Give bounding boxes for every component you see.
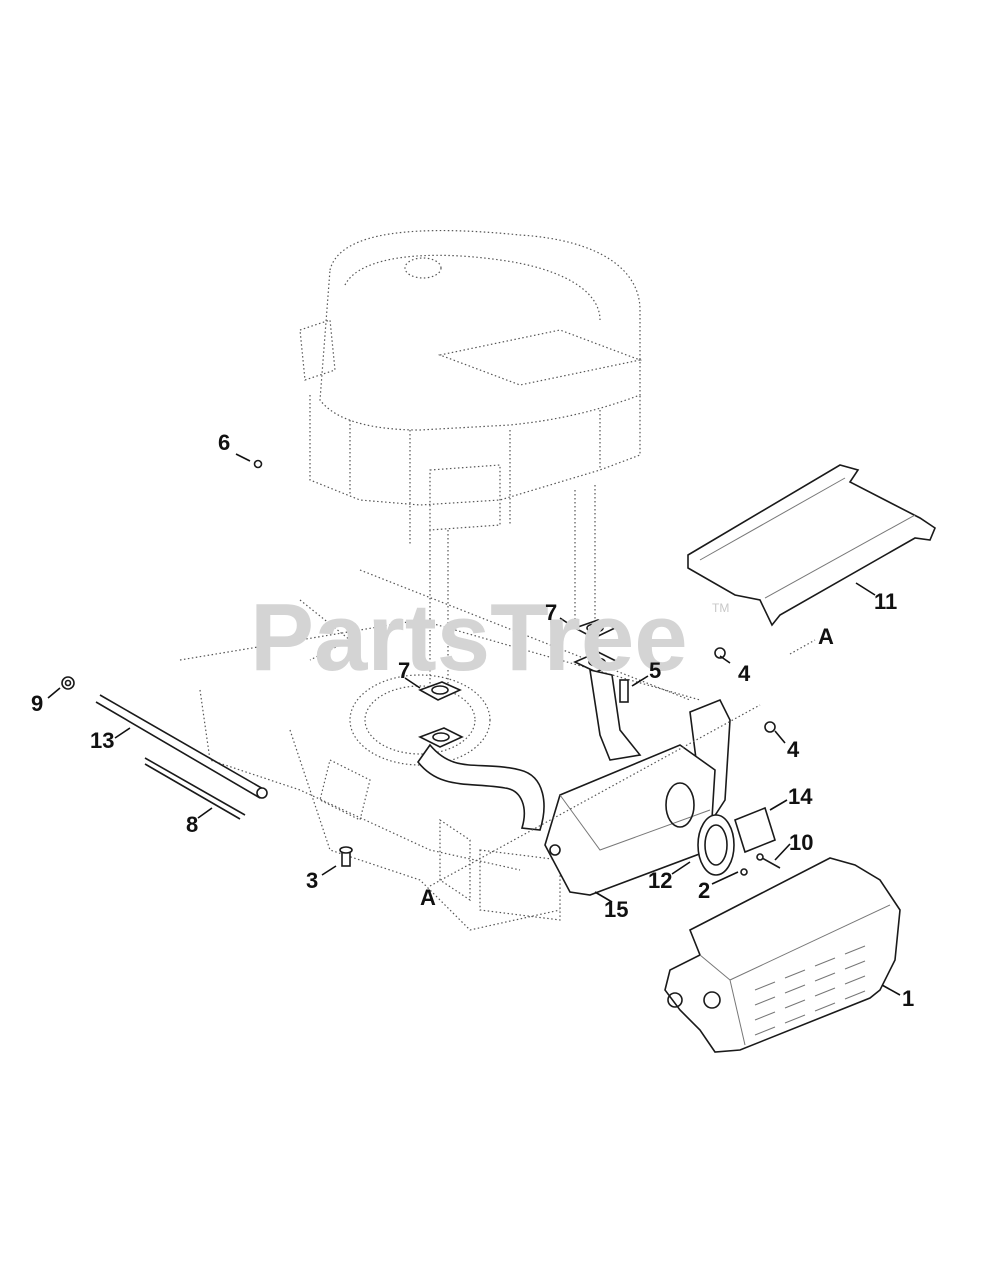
- heat-shield-plate: [687, 464, 936, 627]
- callout-9: 9: [31, 691, 43, 716]
- bolt-right: [764, 721, 776, 733]
- bolt-upper: [714, 647, 726, 659]
- callout-8: 8: [186, 812, 198, 837]
- exhaust-pipe-left: [417, 727, 545, 831]
- callout-3: 3: [306, 868, 318, 893]
- leader-lines: [47, 453, 901, 996]
- engine-outline: [299, 229, 643, 690]
- callout-14: 14: [788, 784, 813, 809]
- reference-line-a-upper: [789, 639, 816, 655]
- cable-tie: [144, 757, 246, 820]
- callout-7-lower: 7: [398, 658, 410, 683]
- reference-line-a: [429, 704, 761, 887]
- reference-label-a-left: A: [420, 885, 436, 910]
- callout-2: 2: [698, 878, 710, 903]
- reference-label-a-right: A: [818, 624, 834, 649]
- gasket-upper-left: [418, 681, 462, 701]
- callout-7-upper: 7: [545, 600, 557, 625]
- callout-4-right: 4: [787, 737, 800, 762]
- gasket-upper-right: [572, 619, 617, 639]
- spark-arrestor: [734, 806, 776, 854]
- callout-6: 6: [218, 430, 230, 455]
- callout-13: 13: [90, 728, 114, 753]
- muffler-end-cap: [697, 814, 735, 876]
- callout-5: 5: [649, 658, 661, 683]
- muffler-guard: [664, 857, 901, 1053]
- callout-10: 10: [789, 830, 813, 855]
- callout-15: 15: [604, 897, 628, 922]
- watermark-text: PartsTree: [250, 584, 688, 691]
- rod: [95, 694, 268, 799]
- nut: [61, 676, 75, 690]
- callout-12: 12: [648, 868, 672, 893]
- exhaust-pipe-right: [573, 651, 642, 761]
- screw-small: [756, 853, 781, 869]
- washer-small: [740, 868, 748, 876]
- callout-1: 1: [902, 986, 914, 1011]
- muffler-body: [544, 744, 716, 896]
- bolt-lower: [339, 846, 353, 867]
- small-clip: [253, 459, 263, 469]
- callout-4-upper: 4: [738, 661, 751, 686]
- callout-11: 11: [874, 589, 897, 614]
- trademark-mark: TM: [712, 601, 729, 615]
- stud-bolt: [619, 679, 629, 703]
